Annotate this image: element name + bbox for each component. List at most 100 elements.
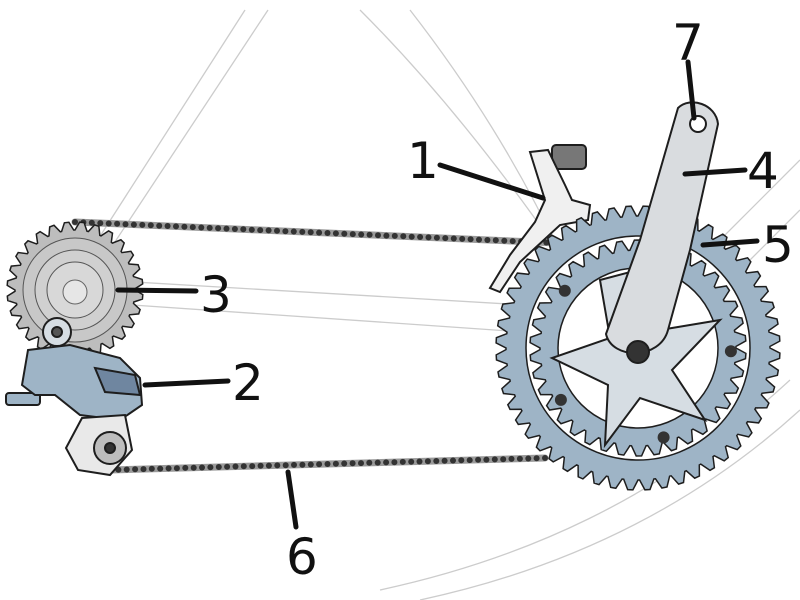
- chain-link: [416, 458, 423, 465]
- chain-link: [433, 234, 440, 241]
- chain-link: [307, 461, 314, 468]
- chain-link: [466, 457, 473, 464]
- chain-link: [492, 237, 499, 244]
- chain-link: [189, 224, 196, 231]
- chain-link: [500, 456, 507, 463]
- chain-link: [475, 456, 482, 463]
- chain-link: [257, 462, 264, 469]
- chainring-bolt: [724, 345, 737, 358]
- chain-link: [147, 222, 154, 229]
- leader-2: [142, 378, 231, 388]
- chain-link: [198, 224, 205, 231]
- leader-7: [685, 59, 697, 121]
- chain-link: [516, 455, 523, 462]
- chain-link: [164, 223, 171, 229]
- chain-link: [232, 463, 239, 470]
- jockey-wheel-lower-hub: [104, 442, 116, 454]
- chain-link: [156, 222, 163, 229]
- chain-link: [97, 220, 104, 227]
- leader-6: [285, 469, 299, 530]
- chain-link: [299, 228, 306, 235]
- derailleur-knuckle: [93, 366, 142, 397]
- callouts: 1 2 3 4 5 6 7: [115, 14, 794, 586]
- chain-link: [391, 459, 398, 466]
- chain-link: [122, 221, 129, 228]
- derailleur-hanger-bolt: [5, 392, 41, 406]
- chain-link: [140, 466, 147, 473]
- chain-link: [391, 232, 398, 239]
- chain-link: [316, 461, 323, 468]
- chain-link: [248, 226, 255, 233]
- chain-link: [114, 220, 121, 227]
- chain-link: [341, 230, 348, 237]
- front-derailleur: [488, 144, 592, 294]
- chain-link: [132, 466, 139, 473]
- chain-link: [349, 231, 356, 238]
- chain-link: [476, 236, 482, 243]
- chain-link: [458, 457, 465, 464]
- chainring-bolt: [657, 431, 670, 444]
- chain-link: [207, 464, 214, 471]
- chainring-bolts: [554, 254, 737, 444]
- chain-link: [417, 234, 424, 240]
- chain-link: [424, 458, 431, 465]
- crankset: [549, 101, 723, 449]
- chain-link: [366, 459, 373, 466]
- cassette-hub: [62, 279, 88, 305]
- rear-derailleur: [5, 317, 144, 477]
- leader-4: [682, 167, 748, 177]
- rear-cassette: [6, 221, 144, 359]
- chain-link: [358, 460, 364, 467]
- chain-link: [240, 226, 247, 233]
- chain-link: [467, 236, 474, 243]
- chain-link: [173, 465, 180, 472]
- chain-link: [324, 461, 331, 467]
- chain-link: [199, 464, 205, 471]
- chain-link: [542, 455, 548, 461]
- callout-label-3: 3: [200, 266, 232, 324]
- chain-link: [139, 221, 146, 228]
- chain-link: [282, 462, 289, 469]
- chain-link: [509, 238, 516, 245]
- chain-link: [525, 455, 532, 462]
- chain-link: [433, 458, 440, 464]
- chain-link: [290, 228, 297, 235]
- chain-link: [501, 237, 508, 244]
- chain-link: [408, 233, 415, 240]
- chain-link: [408, 458, 415, 465]
- leader-5: [700, 238, 760, 248]
- chain-link: [375, 232, 381, 239]
- chain-link: [249, 463, 256, 470]
- chain-link: [399, 458, 406, 465]
- chain-link: [157, 465, 164, 472]
- chain-link: [240, 463, 247, 470]
- frame-lines: [39, 9, 800, 600]
- front-derailleur-clamp: [551, 144, 587, 170]
- chain-link: [282, 228, 289, 235]
- chain-link: [332, 460, 339, 467]
- chain-upper-run: [71, 218, 584, 248]
- chain-link: [265, 462, 272, 469]
- chain-link: [349, 460, 356, 467]
- chain-link: [366, 231, 373, 238]
- chain-link: [450, 235, 457, 242]
- chain-link: [123, 466, 130, 473]
- leader-1: [437, 162, 546, 201]
- chain-link: [215, 225, 222, 232]
- chain-link: [441, 457, 448, 464]
- chain-link: [332, 230, 339, 237]
- chain-link: [484, 237, 491, 243]
- chain-link: [341, 460, 348, 467]
- chain-link: [483, 456, 490, 463]
- chain-link: [299, 461, 306, 468]
- chain-link: [533, 455, 540, 462]
- chainring-bolt: [554, 393, 567, 406]
- chain-link: [383, 232, 390, 239]
- callout-label-4: 4: [747, 142, 779, 200]
- chain-link: [442, 235, 449, 242]
- chain-link: [105, 220, 112, 227]
- chain-lower-run: [106, 454, 549, 474]
- chain-link: [181, 223, 188, 230]
- chain-link: [173, 223, 179, 230]
